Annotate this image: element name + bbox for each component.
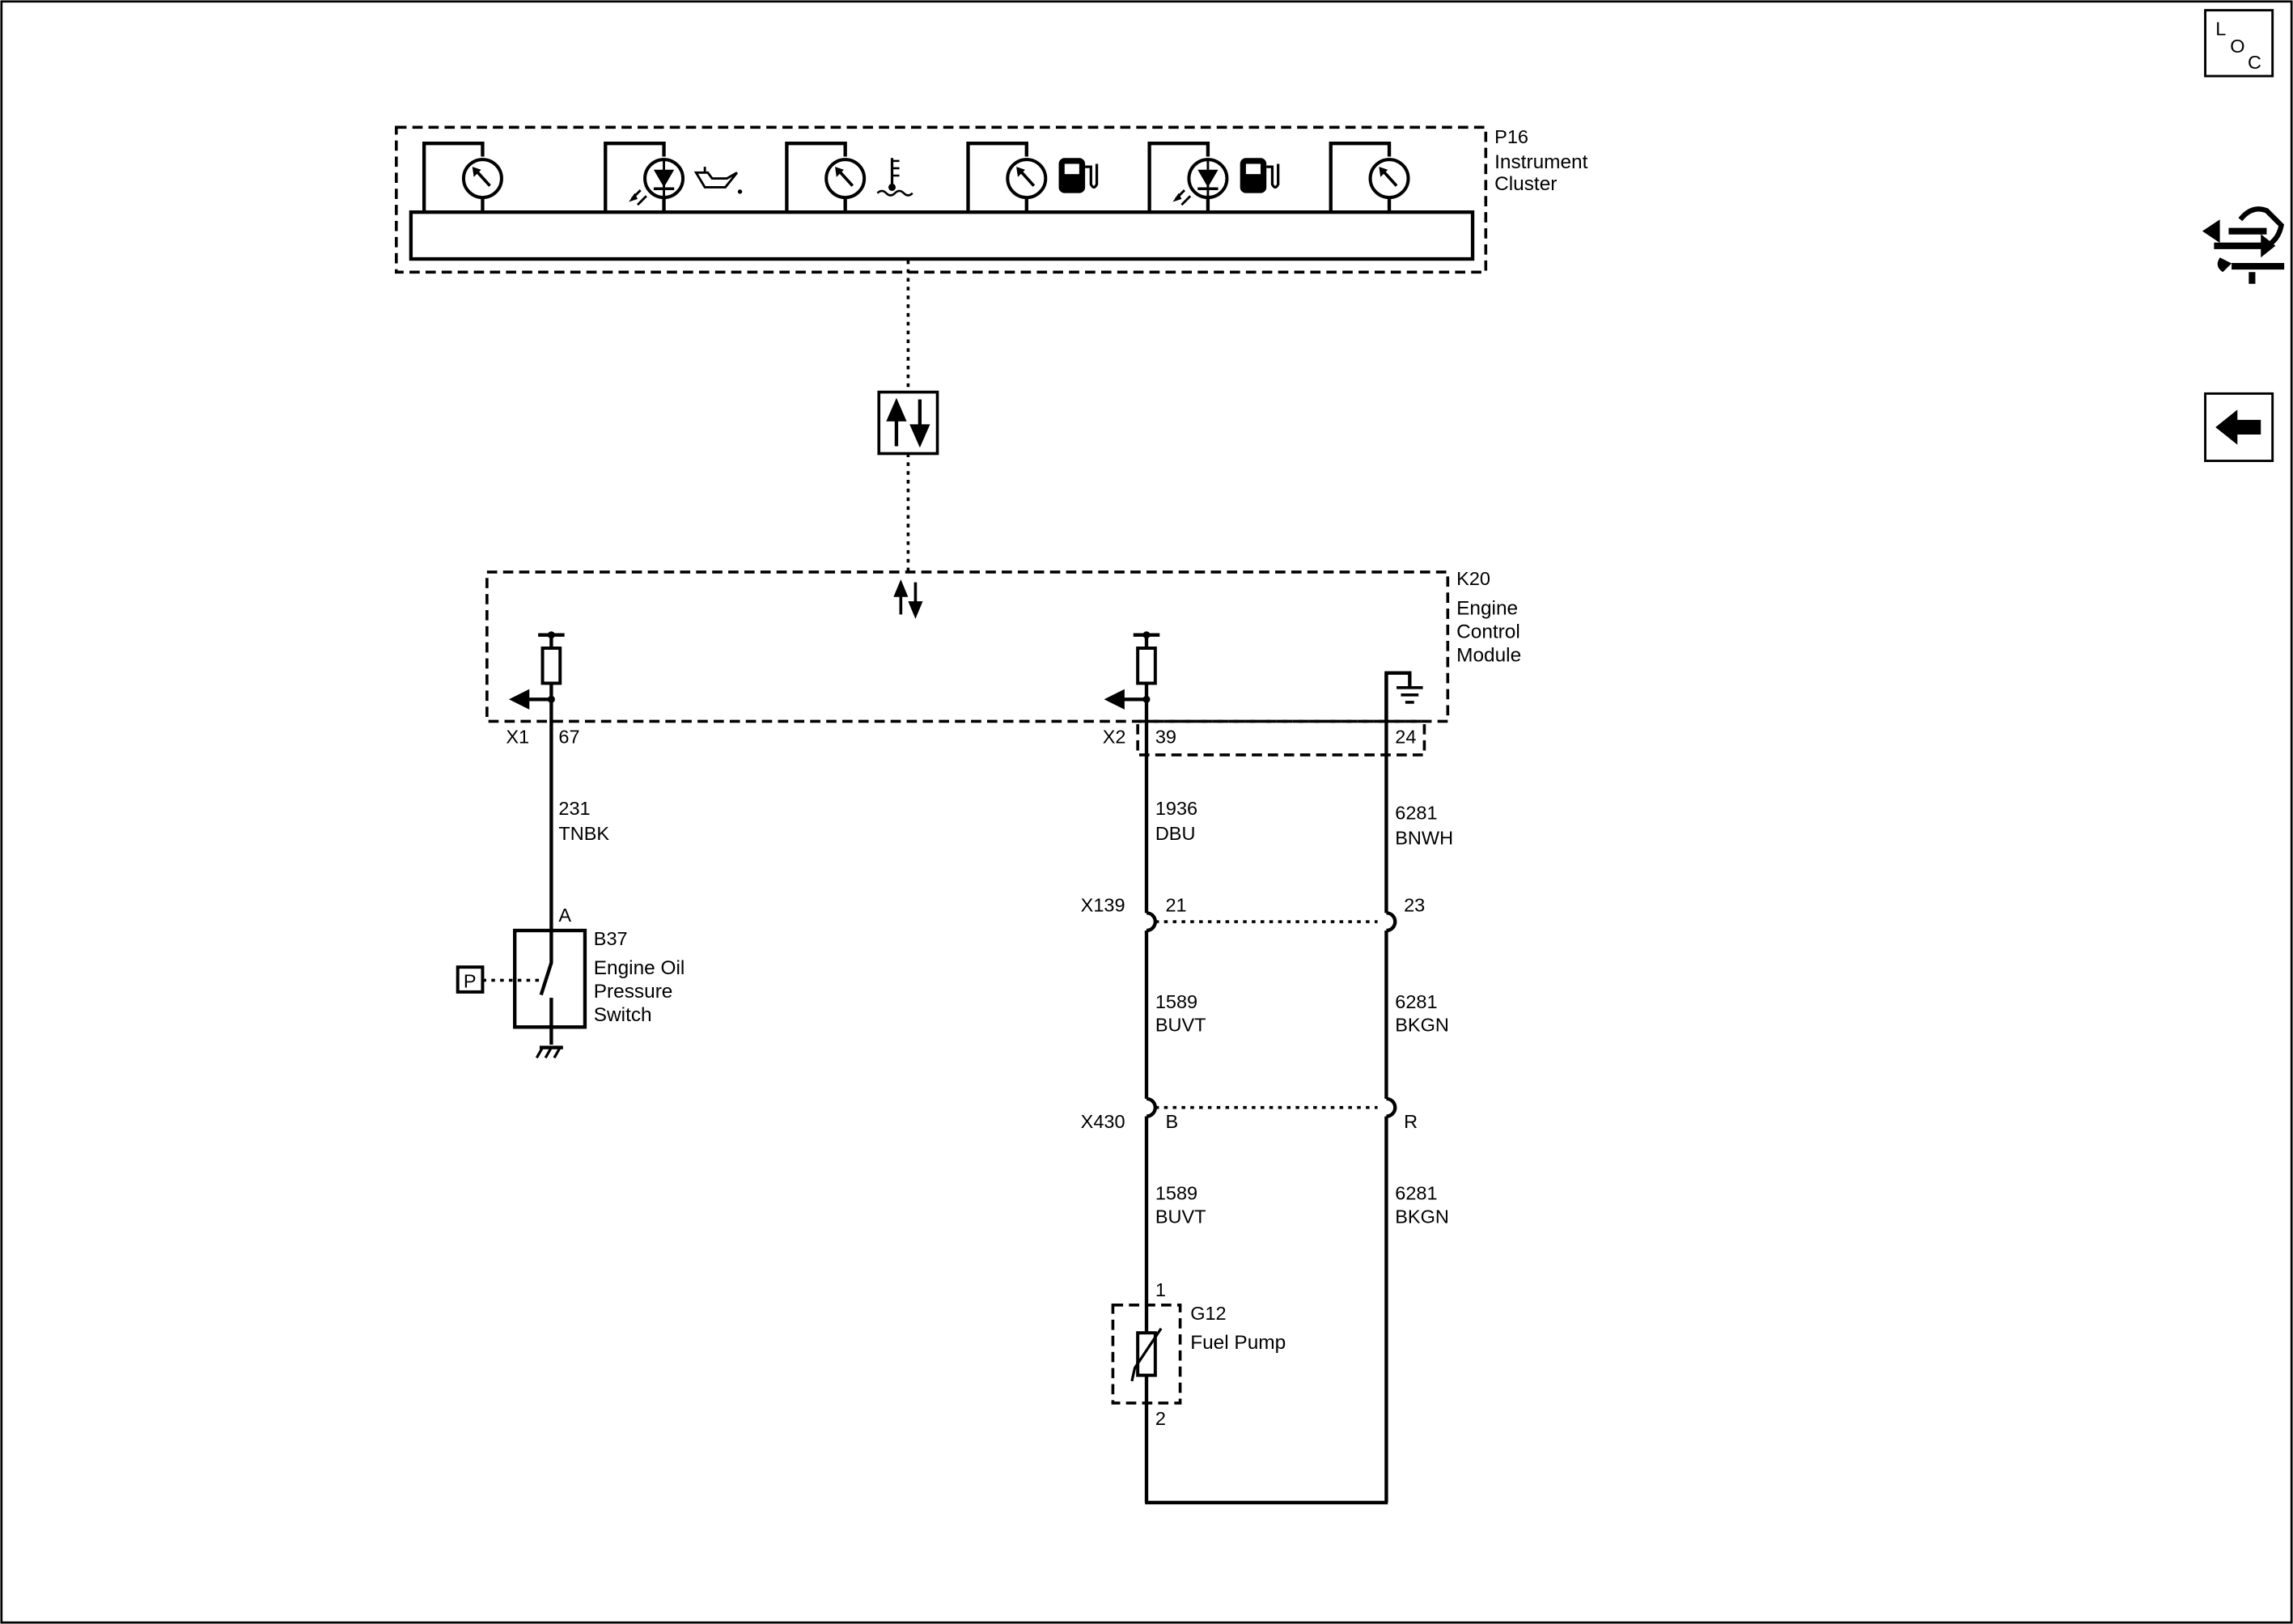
k20-serial-data-icon (893, 579, 923, 619)
wire-1589-color-1: BUVT (1155, 1015, 1206, 1036)
k20-pin-24-label: 24 (1395, 727, 1416, 748)
b37-name-line-1: Engine Oil (594, 957, 685, 979)
k20-dashed-boundary (485, 570, 1450, 723)
g12-fuel-pump: 1 2 G12 Fuel Pump (1111, 1279, 1286, 1429)
serial-data-icon (877, 390, 939, 456)
g12-id-label: G12 (1190, 1303, 1226, 1324)
k20-name-line-2: Control (1456, 621, 1520, 642)
gauge-dial-icon (461, 158, 503, 200)
wire-231-color: TNBK (558, 823, 609, 844)
lamp-led-icon (1172, 158, 1229, 206)
serial-data-link (877, 260, 939, 574)
oil-pressure-circuit: X1 67 231 TNBK A (506, 699, 609, 931)
p16-name-line-1: Instrument (1494, 151, 1587, 173)
gauge-6 (1329, 142, 1410, 213)
k20-pullup-resistor-left (540, 647, 562, 685)
chassis-ground-icon (535, 1045, 563, 1059)
loc-letter-l: L (2215, 18, 2226, 39)
wire-6281-number-2: 6281 (1395, 991, 1437, 1012)
gauge-1 (422, 142, 503, 213)
k20-name-line-3: Module (1456, 644, 1521, 666)
x139-pin-23-label: 23 (1404, 894, 1425, 915)
p16-bus-bar (409, 210, 1475, 261)
cross-reference-icon (2202, 206, 2285, 284)
k20-id-label: K20 (1456, 568, 1490, 589)
lamp-led-icon (629, 158, 685, 206)
x430-pin-b-label: B (1165, 1111, 1178, 1132)
indicator-lamp-2 (604, 142, 743, 213)
cross-reference-button[interactable] (2202, 206, 2285, 284)
x430-connector-label: X430 (1081, 1111, 1125, 1132)
b37-name-line-3: Switch (594, 1004, 652, 1026)
x2-connector-label: X2 (1103, 727, 1126, 748)
coolant-temperature-icon (876, 158, 913, 197)
pressure-p-label: P (464, 970, 477, 991)
fuel-pump-icon (1058, 158, 1099, 193)
x2-pin-label: 39 (1155, 727, 1176, 748)
loc-button-icon (2204, 9, 2274, 78)
wire-6281-number-1: 6281 (1395, 803, 1437, 824)
b37-id-label: B37 (594, 928, 628, 949)
wire-231-number: 231 (558, 798, 590, 819)
wire-1936-color: DBU (1155, 823, 1196, 844)
loc-letter-c: C (2248, 52, 2261, 73)
k20-name-line-1: Engine (1456, 597, 1518, 619)
k20-input-circuit-pump (1104, 631, 1160, 710)
x430-pin-r-label: R (1404, 1111, 1418, 1132)
g12-pin-2-label: 2 (1155, 1408, 1166, 1429)
back-button[interactable] (2204, 392, 2274, 463)
gauge-dial-icon (824, 158, 867, 200)
g12-name-label: Fuel Pump (1190, 1332, 1286, 1354)
p16-id-label: P16 (1494, 126, 1528, 147)
wire-6281-color-1: BNWH (1395, 827, 1453, 848)
x139-connector-label: X139 (1081, 894, 1125, 915)
loc-button[interactable]: L O C (2204, 9, 2274, 78)
loc-letter-o: O (2230, 36, 2244, 57)
k20-engine-control-module: K20 Engine Control Module (485, 568, 1521, 723)
back-arrow-icon (2215, 409, 2261, 445)
x139-pin-21-label: 21 (1165, 894, 1186, 915)
wire-1936-number: 1936 (1155, 798, 1197, 819)
b37-terminal-label: A (558, 905, 571, 926)
wire-1589-number-2: 1589 (1155, 1183, 1197, 1204)
p16-gauges (422, 142, 1410, 213)
pressure-p-icon: P (456, 965, 485, 994)
wire-1589-color-2: BUVT (1155, 1206, 1206, 1228)
gauge-4 (966, 142, 1099, 213)
k20-pullup-resistor-mid (1136, 647, 1157, 685)
x2-connector-outline (1136, 719, 1426, 757)
gauge-3 (785, 142, 913, 213)
oil-can-icon (693, 167, 743, 194)
wire-6281-color-3: BKGN (1395, 1206, 1449, 1228)
fuel-pump-circuit: X2 39 24 1936 DBU 6281 BNWH X139 21 23 1… (1081, 672, 1453, 1505)
k20-input-circuit-oil (508, 631, 565, 710)
g12-pin-1-label: 1 (1155, 1279, 1166, 1300)
wire-1589-number-1: 1589 (1155, 991, 1197, 1012)
k20-ground-reference (1384, 671, 1423, 720)
wire-6281-color-2: BKGN (1395, 1015, 1449, 1036)
g12-dashed-boundary (1111, 1304, 1182, 1405)
p16-instrument-cluster: P16 Instrument Cluster (394, 125, 1588, 274)
b37-name-line-2: Pressure (594, 981, 673, 1003)
indicator-lamp-5 (1147, 142, 1280, 213)
gauge-dial-icon (1006, 158, 1048, 200)
p16-name-line-2: Cluster (1494, 173, 1557, 195)
b37-engine-oil-pressure-switch: P B37 Engine Oil Pressure Switch (456, 928, 685, 1059)
x1-pin-label: 67 (558, 727, 579, 748)
x1-connector-label: X1 (506, 727, 529, 748)
fuel-pump-icon (1240, 158, 1280, 193)
gauge-dial-icon (1368, 158, 1410, 200)
p16-dashed-boundary (394, 125, 1488, 274)
wire-6281-number-3: 6281 (1395, 1183, 1437, 1204)
